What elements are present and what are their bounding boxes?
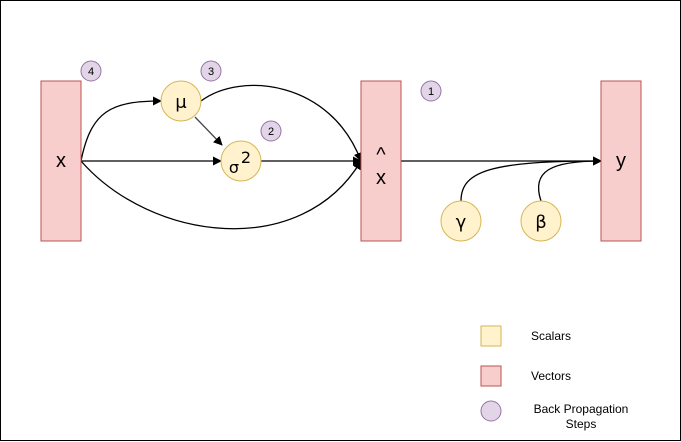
legend-swatch-vectors — [480, 365, 502, 387]
vector-node-y — [600, 80, 642, 242]
scalar-label-sigma: σ — [229, 158, 239, 177]
step-label-1: 1 — [428, 86, 434, 98]
legend-swatch-steps — [480, 400, 502, 422]
edge-mu-to-xhat — [200, 84, 363, 162]
scalar-node-beta — [520, 200, 562, 242]
vector-node-x — [40, 80, 82, 242]
step-badge-4 — [80, 60, 102, 82]
scalar-node-mu — [160, 80, 202, 122]
step-badge-1 — [420, 80, 442, 102]
legend-label-steps-line2: Steps — [566, 417, 597, 431]
legend-swatch-scalars — [480, 325, 502, 347]
edge-mu-to-sigma — [194, 116, 223, 146]
legend-label-scalars: Scalars — [531, 329, 571, 343]
legend-label-steps-line1: Back Propagation — [534, 402, 629, 416]
step-badge-2 — [260, 120, 282, 142]
edge-beta-to-y — [537, 156, 602, 202]
edge-x-to-mu — [80, 96, 162, 162]
scalar-label-sigma-exponent: 2 — [241, 148, 251, 167]
edge-x-to-xhat — [80, 160, 362, 230]
scalar-label-mu: μ — [175, 92, 187, 113]
scalar-node-gamma — [440, 200, 482, 242]
step-label-2: 2 — [268, 126, 274, 138]
vector-node-xhat — [360, 80, 402, 242]
scalar-label-gamma: γ — [456, 212, 467, 233]
vector-label-y: y — [616, 150, 626, 172]
scalar-node-sigma — [220, 140, 262, 182]
edge-gamma-to-y — [460, 156, 602, 202]
legend-label-vectors: Vectors — [531, 369, 571, 383]
vector-label-xhat-hat: ^ — [376, 144, 386, 166]
step-label-4: 4 — [88, 66, 94, 78]
vector-label-x: x — [56, 150, 66, 172]
step-badge-3 — [200, 60, 222, 82]
vector-label-xhat-x: x — [376, 167, 386, 189]
scalar-label-beta: β — [535, 212, 547, 233]
step-label-3: 3 — [208, 66, 214, 78]
